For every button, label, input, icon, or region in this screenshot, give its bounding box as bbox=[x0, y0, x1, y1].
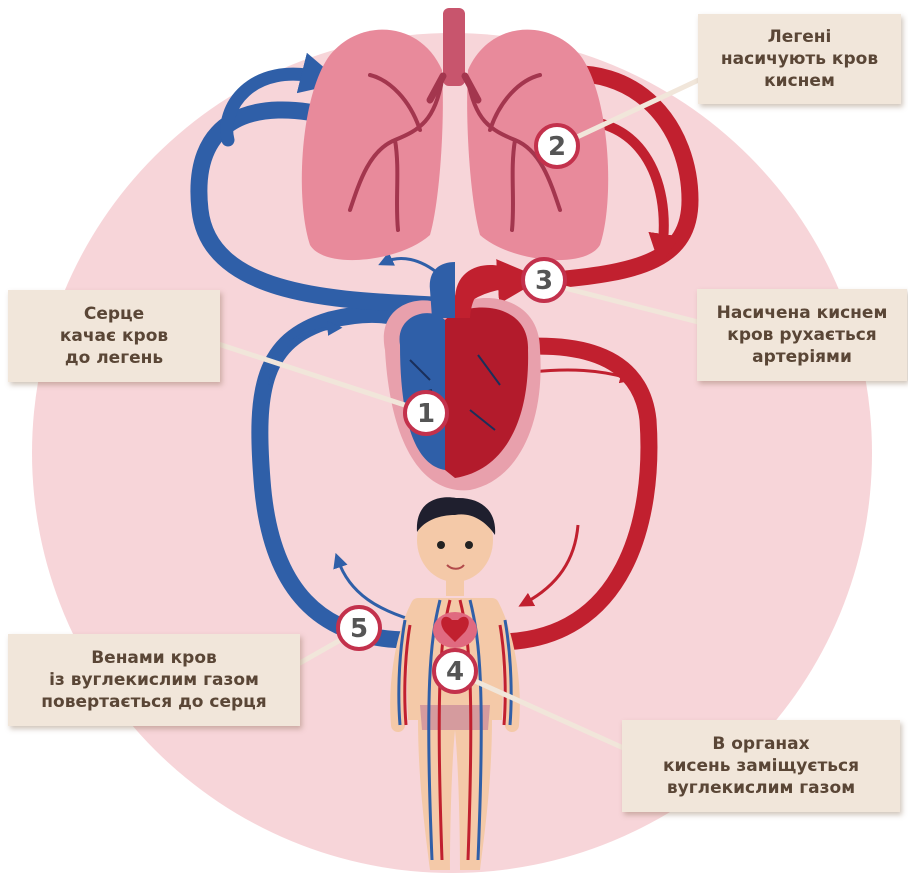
svg-text:2: 2 bbox=[548, 132, 566, 162]
callout-line: артеріями bbox=[752, 346, 852, 368]
callout-line: із вуглекислим газом bbox=[49, 669, 259, 691]
callout-step-3: Насичена киснем кров рухається артеріями bbox=[697, 289, 907, 381]
svg-text:1: 1 bbox=[417, 399, 435, 429]
svg-text:5: 5 bbox=[350, 614, 368, 644]
callout-step-2: Легені насичують кров киснем bbox=[698, 14, 901, 104]
callout-step-1: Серце качає кров до легень bbox=[8, 290, 220, 382]
callout-line: Венами кров bbox=[91, 647, 217, 669]
step-badge-5: 5 bbox=[338, 607, 380, 649]
callout-line: В органах bbox=[712, 733, 809, 755]
callout-line: Насичена киснем bbox=[717, 302, 888, 324]
callout-line: до легень bbox=[65, 347, 163, 369]
callout-line: киснем bbox=[764, 70, 835, 92]
step-badge-1: 1 bbox=[405, 392, 447, 434]
callout-line: Легені bbox=[768, 26, 832, 48]
svg-text:3: 3 bbox=[535, 266, 553, 296]
svg-text:4: 4 bbox=[446, 657, 464, 687]
callout-line: насичують кров bbox=[721, 48, 878, 70]
callout-line: кисень заміщується bbox=[663, 755, 859, 777]
callout-line: вуглекислим газом bbox=[667, 777, 855, 799]
callout-line: повертається до серця bbox=[41, 691, 266, 713]
callout-line: кров рухається bbox=[727, 324, 876, 346]
callout-line: качає кров bbox=[60, 325, 168, 347]
step-badge-3: 3 bbox=[523, 259, 565, 301]
step-badge-2: 2 bbox=[536, 125, 578, 167]
callout-step-4: В органах кисень заміщується вуглекислим… bbox=[622, 720, 900, 812]
callout-line: Серце bbox=[84, 303, 144, 325]
callout-step-5: Венами кров із вуглекислим газом поверта… bbox=[8, 634, 300, 726]
step-badge-4: 4 bbox=[434, 650, 476, 692]
